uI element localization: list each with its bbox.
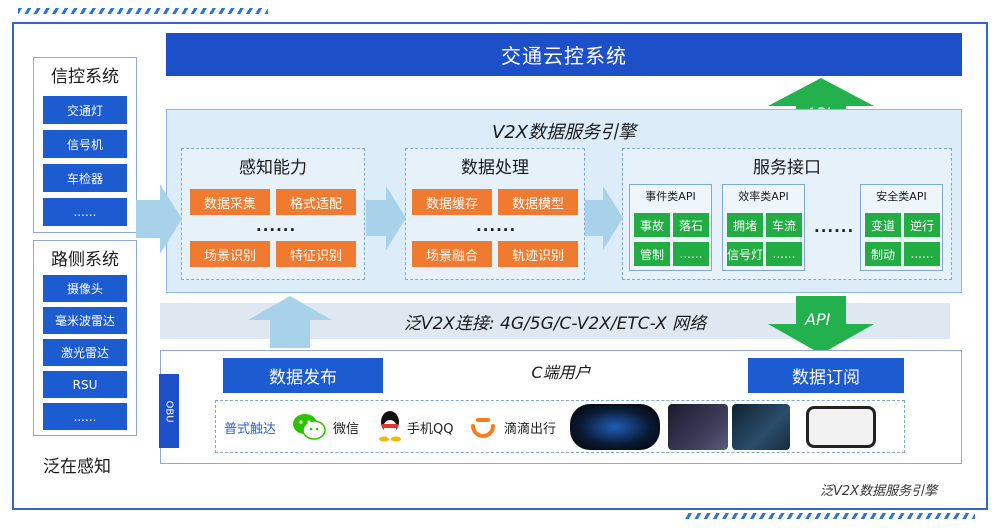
signal-item-more: ...... (43, 198, 127, 226)
processing-item-cache: 数据缓存 (412, 189, 492, 215)
qq-icon (379, 411, 401, 442)
api-item-congestion: 拥堵 (727, 213, 763, 237)
signal-item-traffic-light: 交通灯 (43, 96, 127, 124)
api-up-arrow-icon (768, 78, 874, 136)
flow-arrow-left-icon (136, 184, 182, 254)
api-item-traffic-flow: 车流 (766, 213, 802, 237)
flow-arrow-mid2-icon (585, 186, 623, 250)
processing-ellipsis: ...... (476, 217, 517, 235)
app-wechat-label: 微信 (333, 422, 360, 437)
app-channel-bar (215, 400, 905, 453)
perception-item-collect: 数据采集 (190, 189, 270, 215)
perception-item-format: 格式适配 (276, 189, 356, 215)
data-publish-box: 数据发布 (223, 358, 383, 393)
api-group-safety-title: 安全类API (876, 190, 927, 203)
signal-item-detector: 车检器 (43, 164, 127, 192)
flow-arrow-mid1-icon (366, 186, 406, 250)
phone-image (806, 406, 876, 448)
api-item-braking: 制动 (865, 242, 901, 266)
didi-icon (471, 418, 495, 438)
bottom-stripe-decoration (685, 513, 975, 519)
api-item-wrong-way: 逆行 (904, 213, 940, 237)
obu-tag: OBU (159, 374, 179, 448)
v2x-engine-title: V2X数据服务引擎 (491, 122, 637, 143)
top-stripe-decoration (18, 8, 268, 14)
api-group-event: 事件类API 事故 落石 管制 ...... (629, 184, 712, 271)
wechat-icon (293, 414, 326, 440)
data-subscribe-box: 数据订阅 (748, 358, 904, 393)
perception-title: 感知能力 (239, 158, 307, 178)
cloud-control-bar: 交通云控系统 (166, 33, 962, 76)
car-dashboard-image (570, 404, 660, 450)
api-item-event-more: ...... (673, 242, 709, 266)
api-group-efficiency-title: 效率类API (738, 190, 789, 203)
api-group-safety: 安全类API 变道 逆行 制动 ...... (860, 184, 943, 271)
roadside-item-mmwave-radar: 毫米波雷达 (43, 307, 127, 334)
infotainment-screen-image (668, 404, 728, 450)
api-down-label: API (805, 310, 831, 329)
navigation-screen-image (732, 404, 790, 450)
app-didi-label: 滴滴出行 (504, 422, 557, 437)
api-item-safety-more: ...... (904, 242, 940, 266)
api-item-accident: 事故 (634, 213, 670, 237)
roadside-item-rsu: RSU (43, 371, 127, 398)
api-item-lane-change: 变道 (865, 213, 901, 237)
roadside-system-title: 路侧系统 (51, 250, 119, 270)
footer-caption: 泛V2X数据服务引擎 (820, 484, 938, 499)
api-down-arrow-icon (768, 296, 874, 354)
processing-box: 数据处理 数据缓存 数据模型 ...... 场景融合 轨迹识别 (405, 148, 585, 280)
signal-system-title: 信控系统 (51, 67, 119, 87)
api-group-event-title: 事件类API (645, 190, 696, 203)
signal-system-box: 信控系统 交通灯 信号机 车检器 ...... (33, 57, 137, 233)
perception-item-feature: 特征识别 (276, 241, 356, 267)
roadside-item-lidar: 激光雷达 (43, 339, 127, 366)
roadside-system-box: 路侧系统 摄像头 毫米波雷达 激光雷达 RSU ...... (33, 240, 137, 436)
api-item-signal-light: 信号灯 (727, 242, 763, 266)
api-group-efficiency: 效率类API 拥堵 车流 信号灯 ...... (722, 184, 805, 271)
app-qq-label: 手机QQ (407, 422, 454, 437)
service-ellipsis: ...... (814, 218, 855, 236)
api-item-control: 管制 (634, 242, 670, 266)
api-item-efficiency-more: ...... (766, 242, 802, 266)
processing-item-trajectory: 轨迹识别 (498, 241, 578, 267)
roadside-item-camera: 摄像头 (43, 275, 127, 302)
processing-title: 数据处理 (461, 158, 529, 178)
connection-up-arrow-icon (248, 296, 332, 348)
perception-item-scene: 场景识别 (190, 241, 270, 267)
obu-label: OBU (163, 399, 175, 423)
perception-ellipsis: ...... (256, 217, 297, 235)
service-title: 服务接口 (753, 158, 821, 178)
c-user-title: C端用户 (531, 363, 591, 382)
processing-item-fusion: 场景融合 (412, 241, 492, 267)
api-item-rockfall: 落石 (673, 213, 709, 237)
processing-item-model: 数据模型 (498, 189, 578, 215)
roadside-item-more: ...... (43, 403, 127, 430)
signal-item-controller: 信号机 (43, 130, 127, 158)
perception-box: 感知能力 数据采集 格式适配 ...... 场景识别 特征识别 (181, 148, 365, 280)
pan-perception-label: 泛在感知 (43, 457, 111, 477)
app-puyi-label: 普式触达 (224, 422, 277, 437)
